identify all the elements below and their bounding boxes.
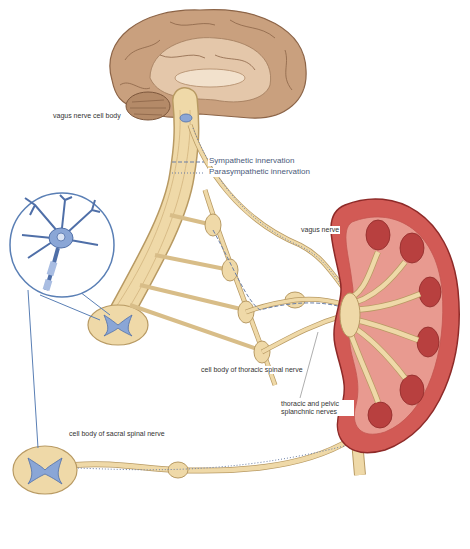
legend-dashed-sample — [172, 161, 204, 162]
neuron-magnification — [10, 193, 114, 448]
brain-gyri — [120, 20, 292, 90]
splanchnic-nerve — [246, 299, 345, 352]
myelin — [46, 262, 54, 290]
nerves — [75, 125, 352, 478]
structure-label: vagus nerve cell body — [52, 112, 122, 120]
rami — [130, 215, 260, 350]
structure-label: cell body of sacral spinal nerve — [68, 430, 166, 438]
kidney-medulla — [346, 217, 443, 434]
thoracic-section-outline — [88, 305, 148, 345]
magnification-lines — [28, 290, 110, 448]
thoracic-grey-matter — [104, 315, 132, 336]
vagus-nerve — [190, 125, 345, 290]
legend-text: Parasympathetic innervation — [208, 168, 311, 177]
splanchnic-nerve-fill — [246, 299, 345, 352]
corpus-callosum — [175, 69, 245, 87]
sacral-section-outline — [13, 446, 77, 494]
parasympathetic-path — [75, 444, 352, 470]
sympathetic-path — [213, 230, 345, 310]
vagus-cell-body-marker — [180, 114, 192, 122]
sacral-grey-matter — [28, 458, 62, 484]
thoracic-cord-section — [88, 305, 148, 345]
magnifier-circle — [10, 193, 114, 297]
chain-trunk-fill — [205, 190, 275, 385]
ganglion — [205, 214, 221, 236]
structure-label: cell body of thoracic spinal nerve — [200, 366, 304, 374]
legend-samples — [172, 162, 204, 173]
cerebellum-folia — [130, 100, 166, 115]
renal-pelvis-core — [340, 293, 360, 337]
kidney — [331, 199, 459, 475]
neuron-axon — [46, 248, 58, 290]
sacral-nerve — [75, 440, 350, 471]
cord-fibres — [114, 110, 190, 316]
vagus-nerve-fill — [190, 125, 345, 290]
spinal-cord — [114, 100, 192, 316]
renal-pyramid — [419, 277, 441, 307]
renal-pyramid — [400, 375, 424, 405]
renal-pyramid — [366, 220, 390, 250]
neuron-soma — [49, 228, 73, 248]
cerebellum — [126, 92, 170, 120]
legend-text: Sympathetic innervation — [208, 157, 295, 166]
legend-dotted-sample — [172, 172, 204, 173]
nerve-label: vagus nerve — [300, 226, 340, 234]
brain — [110, 10, 306, 120]
sacral-nerve-fill — [75, 440, 350, 471]
chain-trunk — [205, 190, 275, 385]
sympathetic-chain — [130, 190, 305, 385]
brainstem — [120, 100, 186, 315]
parasympathetic-path — [193, 128, 346, 292]
brain-medial-surface — [150, 38, 271, 102]
brainstem-fill — [120, 100, 186, 315]
neuron-nucleus — [57, 233, 65, 241]
sacral-cord-section — [13, 446, 77, 494]
neuron-dendrites — [22, 195, 100, 258]
splanchnic-leader-line — [300, 332, 318, 398]
renal-pyramid — [417, 327, 439, 357]
renal-pyramid — [368, 402, 392, 428]
nerve-label: thoracic and pelvic splanchnic nerves — [280, 400, 354, 416]
renal-pyramid — [400, 233, 424, 263]
